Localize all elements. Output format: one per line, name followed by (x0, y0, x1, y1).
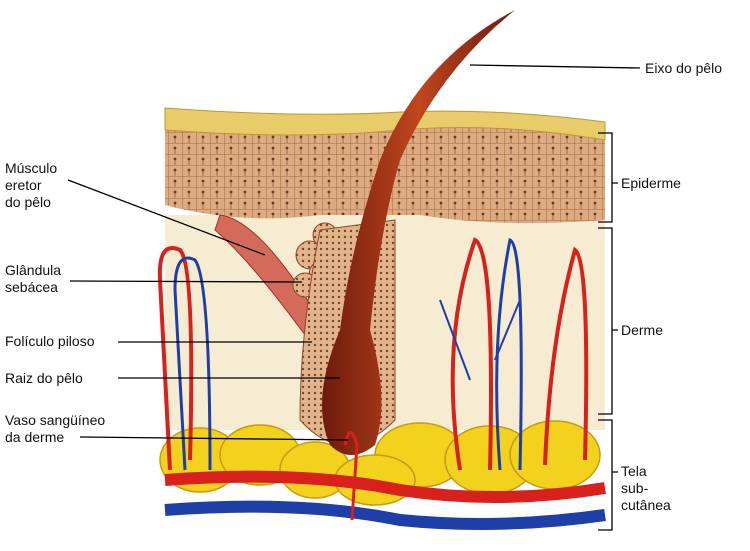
label-line: eretor (5, 177, 42, 193)
label-hair-shaft: Eixo do pêlo (645, 60, 723, 76)
label-hair-root: Raiz do pêlo (5, 370, 83, 386)
vein-bottom (164, 500, 606, 530)
label-dermis: Derme (621, 322, 664, 338)
hair-shaft (322, 10, 515, 455)
label-hair-follicle: Folículo piloso (5, 333, 95, 349)
artery-bottom (164, 470, 606, 504)
label-line: cutânea (621, 497, 671, 513)
label-line: da derme (5, 429, 65, 445)
stratum-corneum (164, 107, 606, 141)
label-line: sebácea (5, 279, 58, 295)
label-line: Glândula (5, 262, 62, 278)
label-line: Tela (621, 463, 647, 479)
leader-lines (67, 64, 641, 531)
label-arrector-muscle: Músculo eretor do pêlo (5, 160, 57, 211)
label-subcutaneous: Tela sub- cutânea (621, 463, 671, 514)
label-line: sub- (621, 480, 649, 496)
label-blood-vessel: Vaso sangüíneo da derme (5, 412, 105, 446)
label-epidermis: Epiderme (621, 175, 681, 191)
label-line: Músculo (5, 160, 58, 176)
dermal-vessels (157, 237, 589, 471)
label-line: Vaso sangüíneo (5, 412, 106, 428)
label-line: do pêlo (5, 194, 51, 210)
label-sebaceous-gland: Glândula sebácea (5, 262, 61, 296)
